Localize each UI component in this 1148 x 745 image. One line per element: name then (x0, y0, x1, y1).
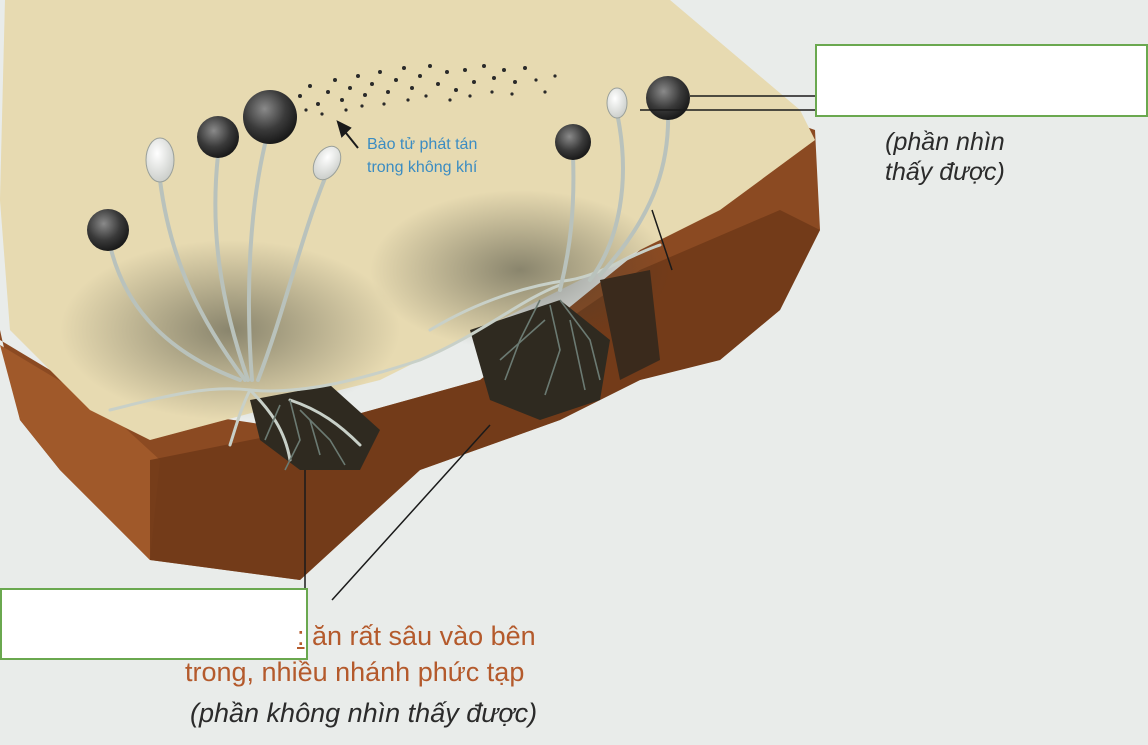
visible-part-note: (phần nhìn thấy được) (885, 127, 1005, 187)
young-sporangium (607, 88, 627, 118)
visible-note-line2: thấy được) (885, 157, 1005, 187)
rhizoid-line1-text: ăn rất sâu vào bên (305, 621, 536, 651)
young-sporangium (146, 138, 174, 182)
rhizoid-description-line2: trong, nhiều nhánh phức tạp (185, 657, 524, 688)
rhizoid-colon: : (297, 621, 305, 651)
rhizoid-description-line3: (phần không nhìn thấy được) (190, 698, 537, 729)
mold-patch (60, 240, 400, 420)
spore-label-line2: trong không khí (367, 156, 477, 179)
sporangium (646, 76, 690, 120)
sporangium (197, 116, 239, 158)
sporangium (243, 90, 297, 144)
rhizoid-description-line1: : ăn rất sâu vào bên (297, 621, 536, 652)
sporangium (87, 209, 129, 251)
rhizoid-answer-box[interactable] (0, 588, 308, 660)
visible-note-line1: (phần nhìn (885, 127, 1005, 157)
spore-label-line1: Bào tử phát tán (367, 133, 477, 156)
spore-dispersal-label: Bào tử phát tán trong không khí (367, 133, 477, 179)
visible-part-answer-box[interactable] (815, 44, 1148, 117)
sporangium (555, 124, 591, 160)
